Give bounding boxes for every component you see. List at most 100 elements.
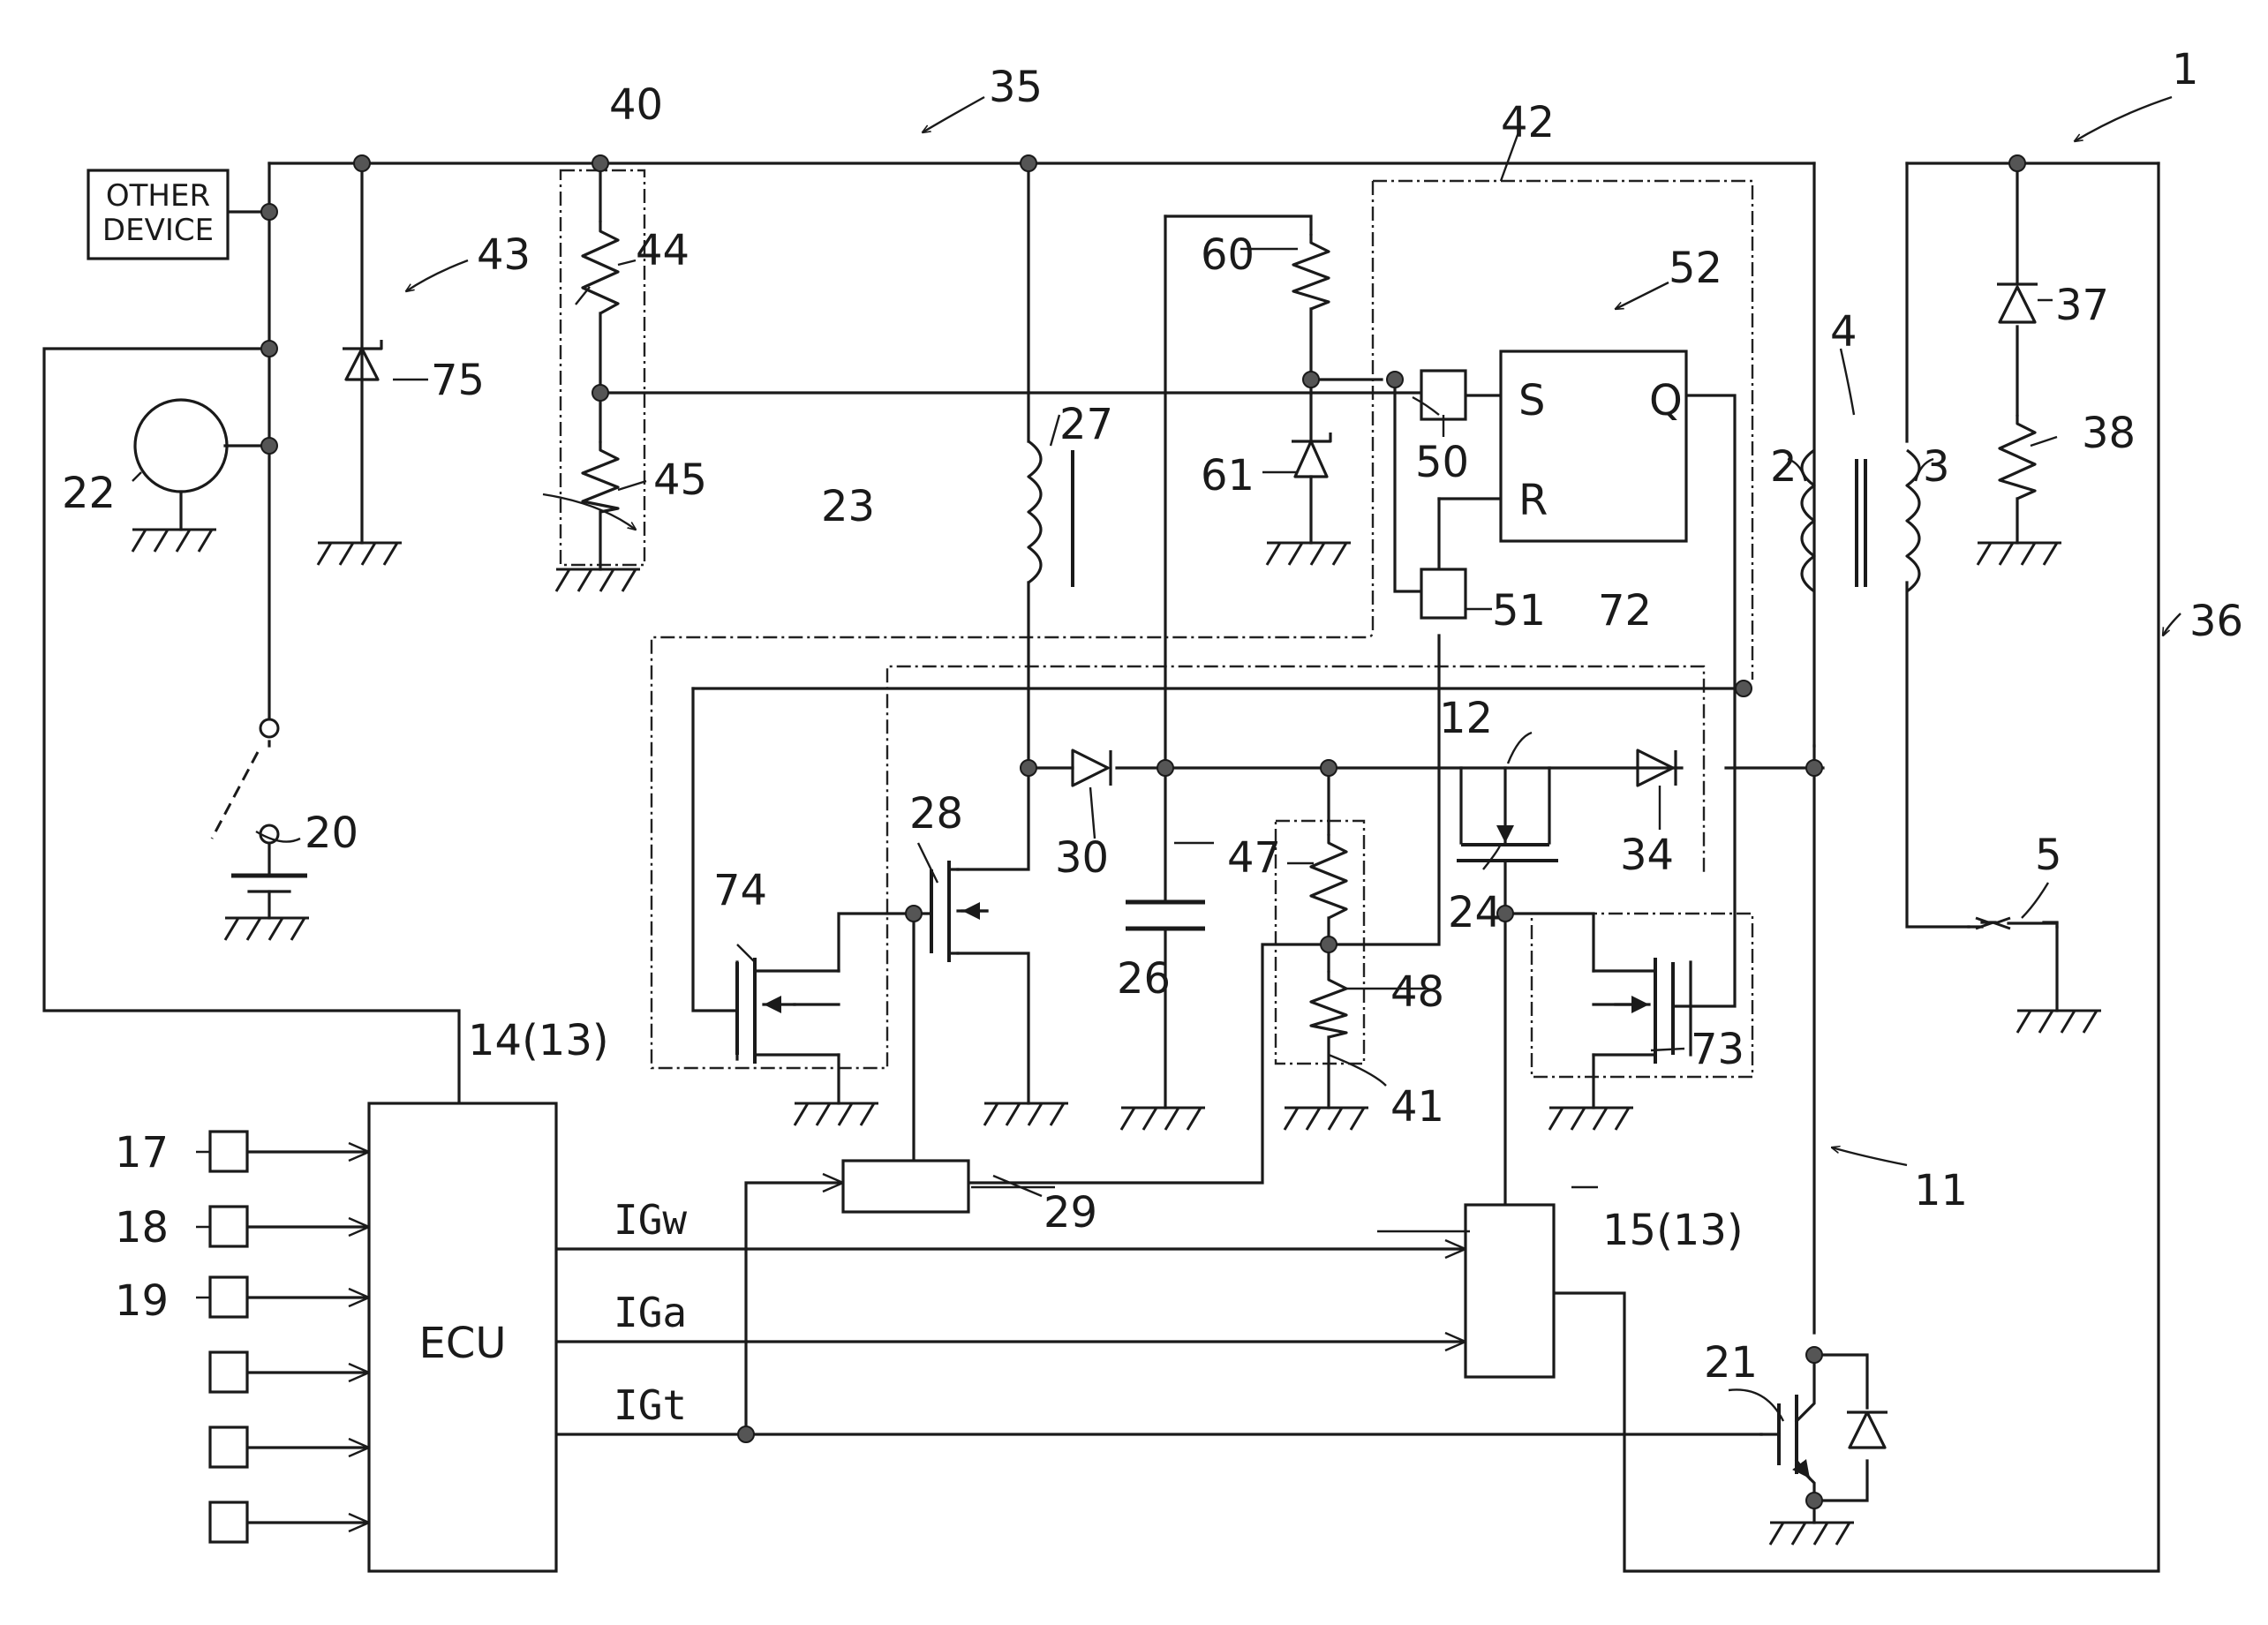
ref-5: 5 xyxy=(2035,831,2062,880)
ground-symbol xyxy=(1770,1523,1854,1545)
ref-24: 24 xyxy=(1448,888,1502,937)
flip-flop-52: S Q R xyxy=(1501,351,1686,541)
ref-19: 19 xyxy=(115,1276,169,1326)
ref-75: 75 xyxy=(431,356,485,405)
ref-22: 22 xyxy=(62,469,116,518)
ref-73: 73 xyxy=(1691,1025,1744,1074)
sensor-box-17 xyxy=(210,1132,247,1171)
ignition-coil-4 xyxy=(1802,450,1919,591)
signal-iga-label: IGa xyxy=(614,1289,687,1336)
diode-37 xyxy=(1997,284,2038,322)
ref-74: 74 xyxy=(713,866,767,915)
ground-symbol xyxy=(1285,1108,1368,1130)
ref-27: 27 xyxy=(1059,400,1113,449)
ecu-label: ECU xyxy=(419,1319,507,1368)
logic-block-50 xyxy=(1421,371,1466,419)
ref-60: 60 xyxy=(1201,230,1255,280)
ground-symbol xyxy=(2017,1011,2101,1033)
other-device-box: OTHER DEVICE xyxy=(88,170,228,259)
sensor-box-4 xyxy=(210,1352,247,1392)
other-device-label-1: OTHER xyxy=(106,178,210,214)
ref-18: 18 xyxy=(115,1203,169,1253)
logic-block-51 xyxy=(1421,569,1466,618)
ground-symbol xyxy=(1978,543,2061,565)
ground-symbol xyxy=(318,543,402,565)
ref-21: 21 xyxy=(1704,1338,1758,1388)
sensor-box-5 xyxy=(210,1427,247,1467)
resistor-44 xyxy=(583,221,618,313)
ref-29: 29 xyxy=(1044,1188,1097,1238)
ref-11: 11 xyxy=(1914,1166,1968,1215)
ref-12: 12 xyxy=(1439,694,1493,743)
resistor-60 xyxy=(1293,234,1329,309)
ref-47: 47 xyxy=(1227,833,1281,883)
resistor-38 xyxy=(2000,415,2035,499)
ref-20: 20 xyxy=(305,809,358,858)
ref-45: 45 xyxy=(653,455,707,505)
capacitor-26 xyxy=(1126,902,1205,929)
mosfet-73 xyxy=(1594,958,1691,1064)
ref-17: 17 xyxy=(115,1128,169,1177)
ref-38: 38 xyxy=(2082,409,2136,458)
block-29 xyxy=(843,1161,968,1212)
ref-41: 41 xyxy=(1390,1082,1444,1132)
mosfet-74 xyxy=(737,958,839,1064)
ref-26: 26 xyxy=(1117,954,1171,1004)
ref-30: 30 xyxy=(1055,833,1109,883)
ref-43: 43 xyxy=(477,230,531,280)
ground-symbol xyxy=(984,1103,1068,1125)
ref-61: 61 xyxy=(1201,451,1255,500)
resistor-45 xyxy=(583,441,618,512)
ref-42: 42 xyxy=(1501,98,1555,147)
ref-15: 15(13) xyxy=(1602,1206,1744,1255)
ground-symbol xyxy=(1267,543,1351,565)
ground-symbol xyxy=(556,569,640,591)
ref-72: 72 xyxy=(1598,586,1652,636)
ref-14: 14(13) xyxy=(468,1016,609,1065)
ff-r-label: R xyxy=(1518,476,1548,525)
mosfet-28 xyxy=(914,861,987,962)
ref-51: 51 xyxy=(1492,586,1546,636)
ref-4: 4 xyxy=(1830,307,1857,357)
ref-35: 35 xyxy=(989,63,1043,112)
generator-22 xyxy=(135,400,227,530)
ref-52: 52 xyxy=(1669,244,1722,293)
signal-igw-label: IGw xyxy=(614,1196,687,1244)
ref-23: 23 xyxy=(821,482,875,531)
sensor-box-18 xyxy=(210,1207,247,1246)
ref-28: 28 xyxy=(909,789,963,839)
ref-34: 34 xyxy=(1620,831,1674,880)
ref-44: 44 xyxy=(636,226,689,275)
ecu-14: ECU xyxy=(369,1103,556,1571)
ground-symbol xyxy=(1549,1108,1633,1130)
ref-1: 1 xyxy=(2172,45,2199,94)
igbt-21 xyxy=(1761,1395,1810,1478)
other-device-label-2: DEVICE xyxy=(102,213,214,248)
resistor-48 xyxy=(1311,971,1346,1037)
ground-symbol xyxy=(1121,1108,1205,1130)
resistor-47 xyxy=(1311,834,1346,918)
ref-36: 36 xyxy=(2189,597,2243,646)
ref-40: 40 xyxy=(609,80,663,130)
ref-37: 37 xyxy=(2055,281,2109,330)
dashed-blocks xyxy=(561,170,1752,1077)
ref-3: 3 xyxy=(1923,442,1950,492)
sensor-box-6 xyxy=(210,1502,247,1542)
ff-s-label: S xyxy=(1518,376,1545,425)
ground-symbol xyxy=(795,1103,878,1125)
ff-q-label: Q xyxy=(1649,376,1683,425)
diode-21-freewheel xyxy=(1847,1412,1887,1448)
block-15 xyxy=(1466,1205,1554,1377)
ref-48: 48 xyxy=(1390,967,1444,1017)
sensor-box-19 xyxy=(210,1277,247,1317)
signal-igt-label: IGt xyxy=(614,1381,687,1429)
ground-symbol xyxy=(132,530,216,552)
ground-symbol xyxy=(225,918,309,940)
ref-50: 50 xyxy=(1415,438,1469,487)
switch-24 xyxy=(1457,768,1558,861)
coil-27 xyxy=(1029,441,1073,587)
switch-20-terminal-top xyxy=(260,719,278,737)
ref-2: 2 xyxy=(1770,442,1797,492)
diode-30 xyxy=(1073,750,1111,786)
